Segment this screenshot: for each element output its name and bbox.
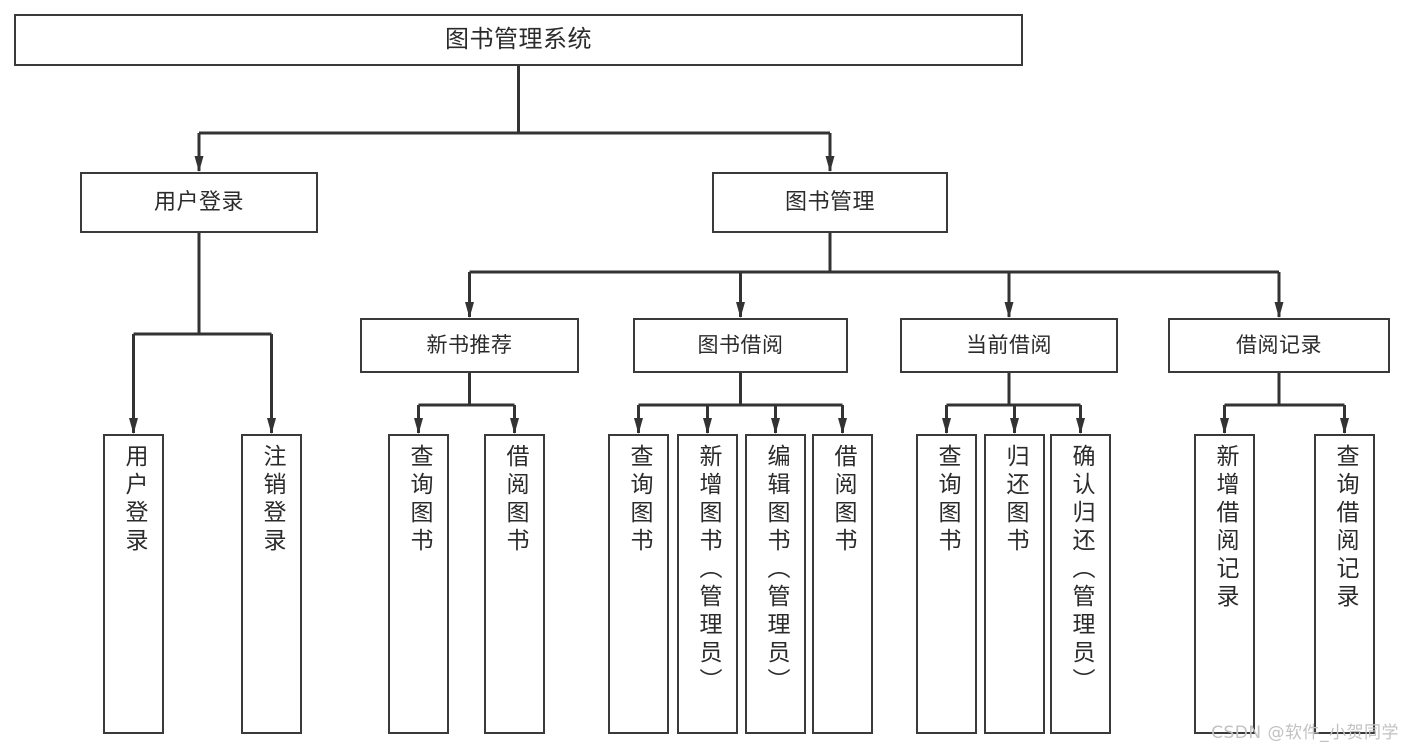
node-label: 借阅图书 bbox=[830, 444, 856, 556]
node-l2-new: 新书推荐 bbox=[360, 318, 579, 373]
node-label: 查询图书 bbox=[934, 444, 960, 556]
node-label: 编辑图书（管理员） bbox=[763, 444, 789, 696]
arrowhead bbox=[1004, 302, 1014, 318]
node-l3-e2: 查询借阅记录 bbox=[1314, 434, 1375, 734]
arrowhead bbox=[267, 418, 276, 434]
arrowhead bbox=[1274, 302, 1284, 318]
node-l3-c2: 新增图书（管理员） bbox=[677, 434, 738, 734]
node-label: 查询借阅记录 bbox=[1332, 444, 1358, 612]
node-l1-login: 用户登录 bbox=[80, 172, 318, 233]
node-label: 当前借阅 bbox=[966, 333, 1052, 358]
node-label: 新书推荐 bbox=[426, 333, 513, 358]
node-l2-borrow: 图书借阅 bbox=[633, 318, 848, 373]
node-label: 新增图书（管理员） bbox=[695, 444, 721, 696]
arrowhead bbox=[703, 418, 712, 434]
node-label: 用户登录 bbox=[121, 444, 147, 556]
node-root: 图书管理系统 bbox=[14, 14, 1023, 66]
arrowhead bbox=[1340, 418, 1349, 434]
node-l2-record: 借阅记录 bbox=[1168, 318, 1390, 373]
arrowhead bbox=[414, 418, 423, 434]
node-l3-a2: 注销登录 bbox=[241, 434, 302, 734]
node-label: 归还图书 bbox=[1002, 444, 1028, 556]
node-l3-c4: 借阅图书 bbox=[812, 434, 873, 734]
node-label: 查询图书 bbox=[626, 444, 652, 556]
node-l3-b2: 借阅图书 bbox=[484, 434, 545, 734]
node-label: 借阅图书 bbox=[502, 444, 528, 556]
node-label: 注销登录 bbox=[259, 444, 285, 556]
node-l3-c1: 查询图书 bbox=[608, 434, 669, 734]
arrowhead bbox=[1220, 418, 1229, 434]
node-l2-current: 当前借阅 bbox=[900, 318, 1118, 373]
arrowhead bbox=[838, 418, 847, 434]
node-label: 确认归还（管理员） bbox=[1068, 444, 1094, 696]
node-l3-c3: 编辑图书（管理员） bbox=[745, 434, 806, 734]
connector-lines bbox=[132, 66, 1346, 433]
node-label: 用户登录 bbox=[153, 189, 244, 215]
node-label: 新增借阅记录 bbox=[1212, 444, 1238, 612]
arrowhead bbox=[129, 418, 138, 434]
node-l1-books: 图书管理 bbox=[712, 172, 948, 233]
node-l3-a1: 用户登录 bbox=[103, 434, 164, 734]
node-l3-b1: 查询图书 bbox=[388, 434, 449, 734]
node-l3-d2: 归还图书 bbox=[984, 434, 1045, 734]
node-label: 图书管理系统 bbox=[445, 25, 592, 54]
arrowhead bbox=[510, 418, 519, 434]
arrowhead bbox=[194, 156, 204, 172]
node-l3-d3: 确认归还（管理员） bbox=[1050, 434, 1111, 734]
arrowhead bbox=[771, 418, 780, 434]
arrowhead bbox=[736, 302, 745, 318]
arrowhead bbox=[634, 418, 643, 434]
arrowhead bbox=[942, 418, 951, 434]
node-label: 图书管理 bbox=[784, 189, 875, 215]
arrowhead bbox=[825, 156, 835, 172]
node-label: 借阅记录 bbox=[1236, 333, 1322, 358]
arrowhead bbox=[1076, 418, 1085, 434]
connector-arrowheads bbox=[129, 156, 1349, 434]
arrowhead bbox=[465, 302, 474, 318]
node-label: 图书借阅 bbox=[697, 333, 784, 358]
node-label: 查询图书 bbox=[406, 444, 432, 556]
node-l3-d1: 查询图书 bbox=[916, 434, 977, 734]
node-l3-e1: 新增借阅记录 bbox=[1194, 434, 1255, 734]
arrowhead bbox=[1010, 418, 1019, 434]
